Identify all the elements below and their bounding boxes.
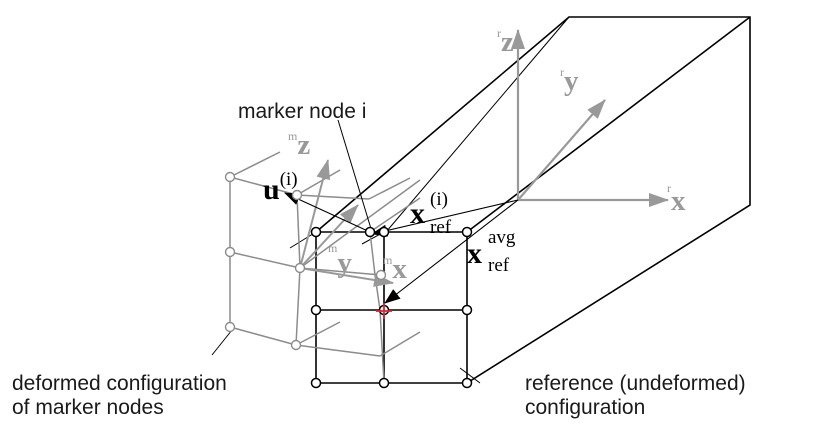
reference-node — [310, 304, 322, 316]
beam-inner-edge — [385, 16, 570, 233]
reference-node — [378, 377, 390, 389]
svg-text:ref: ref — [488, 255, 510, 276]
reference-node — [461, 377, 473, 389]
u-label: u(i) — [263, 169, 298, 206]
centroid-marker — [376, 303, 392, 319]
beam-top-edge — [466, 16, 751, 233]
deformed-nodes — [224, 171, 387, 351]
ref-x-label: rx — [667, 181, 686, 217]
reference-node — [378, 226, 390, 238]
deformed-label-line1: deformed configuration — [12, 372, 227, 395]
reference-node — [310, 377, 322, 389]
svg-text:avg: avg — [488, 227, 516, 248]
marker-y-axis — [299, 204, 359, 269]
marker-y-label: my — [328, 241, 352, 279]
marker-z-axis — [299, 159, 331, 269]
marker-node-leader — [337, 119, 373, 233]
marker-axes — [299, 159, 394, 287]
marker-x-axis — [299, 267, 394, 287]
deformed-node — [290, 339, 302, 351]
x-ref-i-vector — [371, 199, 519, 237]
reference-leader — [459, 367, 481, 384]
svg-text:(i): (i) — [430, 189, 448, 210]
x-ref-avg-vector — [384, 199, 519, 304]
svg-text:ref: ref — [430, 217, 452, 238]
deformed-node — [375, 269, 387, 281]
deformed-node — [224, 171, 236, 183]
vectors — [284, 192, 519, 304]
reference-label-line2: configuration — [525, 396, 645, 419]
ref-z-label: rz — [497, 26, 514, 58]
marker-z-label: mz — [288, 129, 310, 161]
marker-x-label: mx — [383, 253, 407, 285]
leader-lines — [211, 119, 481, 384]
ref-axes — [511, 29, 669, 207]
deformed-node — [291, 189, 303, 201]
reference-node — [461, 304, 473, 316]
ref-y-axis — [517, 99, 606, 201]
deformed-node — [224, 246, 236, 258]
marker-node-label: marker node i — [238, 100, 366, 123]
svg-text:x: x — [410, 197, 425, 230]
deformed-node — [294, 262, 306, 274]
deformed-leader — [211, 329, 233, 356]
x-ref-i-label: x (i) ref — [410, 189, 452, 238]
x-ref-avg-label: x avg ref — [467, 227, 516, 276]
reference-node — [310, 226, 322, 238]
reference-nodes — [310, 226, 473, 389]
svg-text:x: x — [467, 237, 482, 270]
deformed-label-line2: of marker nodes — [12, 396, 164, 419]
reference-node — [461, 226, 473, 238]
deformed-node — [224, 321, 236, 333]
ref-y-label: ry — [560, 65, 579, 97]
marker-node-i — [364, 226, 376, 238]
reference-label-line1: reference (undeformed) — [525, 372, 746, 395]
